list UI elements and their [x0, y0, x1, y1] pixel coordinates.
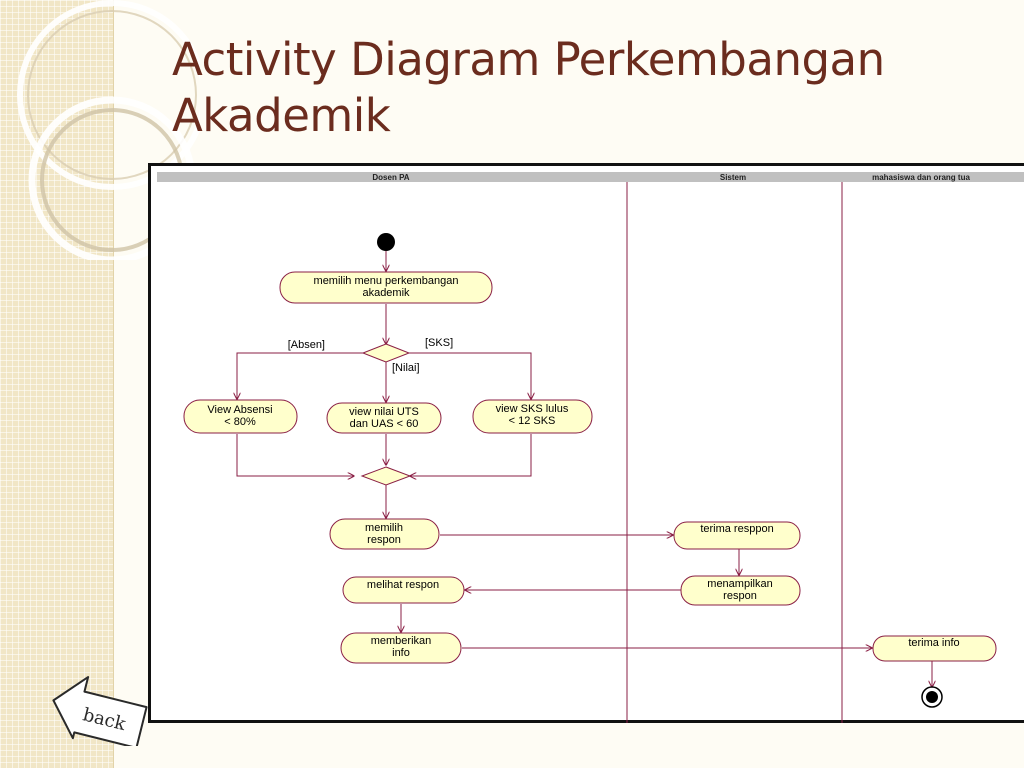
decision-node [361, 343, 411, 363]
guard-absen: [Absen] [288, 339, 325, 351]
swimlane-header-bar [157, 172, 1024, 182]
activity-memilih-respon-line-1: memilih [365, 522, 403, 534]
flow-sks-to-merge [410, 434, 532, 476]
start-node [377, 233, 395, 251]
flow-decision-absen [237, 352, 363, 399]
activity-diagram: Dosen PA Sistem mahasiswa dan orang tua [148, 163, 1024, 723]
activity-view-absensi-line-1: View Absensi [207, 404, 272, 416]
slide-title: Activity Diagram Perkembangan Akademik [172, 32, 885, 144]
activity-melihat-respon: melihat respon [342, 576, 465, 604]
activity-view-absensi-line-2: < 80% [224, 416, 256, 428]
activity-memberikan-info-line-1: memberikan [371, 635, 432, 647]
activity-memilih-menu: memilih menu perkembangan akademik [279, 271, 493, 304]
merge-node [360, 466, 412, 486]
guard-sks: [SKS] [425, 337, 453, 349]
activity-view-nilai-line-1: view nilai UTS [349, 406, 419, 418]
activity-view-sks: view SKS lulus < 12 SKS [472, 399, 593, 434]
back-button[interactable]: back [50, 676, 150, 746]
activity-memilih-respon: memilih respon [329, 518, 440, 550]
swimlane-label-mahasiswa: mahasiswa dan orang tua [872, 173, 970, 182]
activity-terima-respon: terima resppon [673, 521, 801, 550]
activity-memberikan-info-line-2: info [392, 647, 410, 659]
activity-memberikan-info: memberikan info [340, 632, 462, 664]
decorative-side-strip [0, 0, 114, 768]
slide-title-line-1: Activity Diagram Perkembangan [172, 33, 885, 86]
activity-terima-respon-label: terima resppon [700, 523, 773, 535]
activity-memilih-menu-line-1: memilih menu perkembangan [314, 275, 459, 287]
guard-nilai: [Nilai] [392, 362, 420, 374]
activity-memilih-menu-line-2: akademik [362, 287, 410, 299]
activity-melihat-respon-label: melihat respon [367, 579, 439, 591]
swimlane-label-sistem: Sistem [720, 173, 746, 182]
activity-menampilkan-respon: menampilkan respon [680, 575, 801, 606]
activity-memilih-respon-line-2: respon [367, 534, 401, 546]
activity-menampilkan-respon-line-1: menampilkan [707, 578, 772, 590]
activity-view-absensi: View Absensi < 80% [183, 399, 298, 434]
activity-view-sks-line-2: < 12 SKS [509, 415, 556, 427]
flow-decision-sks [409, 352, 531, 399]
activity-terima-info: terima info [872, 635, 997, 662]
activity-view-nilai-line-2: dan UAS < 60 [350, 418, 419, 430]
flow-absensi-to-merge [236, 434, 354, 476]
activity-terima-info-label: terima info [908, 637, 959, 649]
activity-menampilkan-respon-line-2: respon [723, 590, 757, 602]
activity-view-nilai: view nilai UTS dan UAS < 60 [326, 402, 442, 434]
swimlane-label-dosen-pa: Dosen PA [372, 173, 409, 182]
end-node-core [926, 691, 938, 703]
back-arrow-icon [52, 676, 148, 746]
activity-view-sks-line-1: view SKS lulus [496, 403, 569, 415]
slide-title-line-2: Akademik [172, 89, 391, 142]
